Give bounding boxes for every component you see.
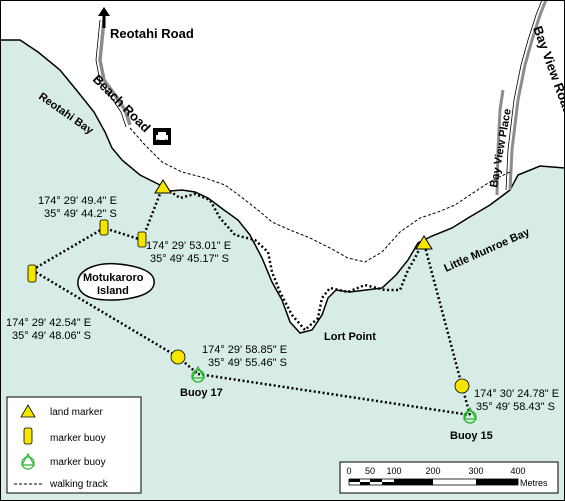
- walking-track-rocks: [161, 184, 424, 332]
- coord-2-lat: 35° 49' 45.17" S: [150, 253, 229, 265]
- coord-1-lat: 35° 49' 44.2" S: [44, 208, 117, 220]
- scale-tick-100: 100: [386, 466, 401, 476]
- marker-buoy-3: [27, 264, 37, 283]
- buoy-15-icon: [462, 406, 478, 424]
- land-marker-1: [154, 179, 172, 194]
- scale-unit-label: Metres: [520, 478, 548, 488]
- scale-bar: 0 50 100 200 300 400 Metres: [339, 461, 559, 494]
- coord-5-lat: 35° 49' 58.43" S: [476, 401, 555, 413]
- legend-land-marker-label: land marker: [50, 407, 103, 418]
- marker-circle-2: [454, 378, 470, 394]
- scale-tick-300: 300: [468, 466, 483, 476]
- buoy-17-label: Buoy 17: [180, 387, 223, 399]
- buoy-15-label: Buoy 15: [450, 430, 493, 442]
- legend-land-marker-icon: [20, 404, 36, 418]
- legend-marker-buoy-yellow-label: marker buoy: [50, 433, 106, 444]
- coord-5-lon: 174° 30' 24.78" E: [474, 388, 559, 400]
- coord-4-lon: 174° 29' 58.85" E: [202, 344, 287, 356]
- marker-buoy-2: [137, 231, 147, 248]
- scale-tick-400: 400: [510, 466, 525, 476]
- land-mass: [0, 0, 565, 334]
- motukaroro-island: [77, 262, 155, 301]
- island-label-line2: Island: [97, 285, 129, 297]
- scale-tick-0: 0: [346, 466, 351, 476]
- legend-marker-buoy-green-icon: [20, 452, 36, 470]
- north-arrow-icon: [98, 7, 110, 28]
- legend-walking-track-label: walking track: [49, 479, 109, 490]
- little-munroe-bay-label: Little Munroe Bay: [442, 226, 532, 275]
- coord-4-lat: 35° 49' 55.46" S: [208, 357, 287, 369]
- scale-tick-50: 50: [365, 466, 375, 476]
- buoy-17-icon: [190, 365, 206, 383]
- marker-buoy-1: [99, 219, 109, 236]
- coord-2-lon: 174° 29' 53.01" E: [146, 240, 231, 252]
- legend-marker-buoy-yellow-icon: [23, 427, 33, 445]
- legend-marker-buoy-green-label: marker buoy: [50, 457, 106, 468]
- bay-view-place-road: [495, 89, 505, 196]
- coord-1-lon: 174° 29' 49.4" E: [38, 195, 117, 207]
- scale-tick-200: 200: [425, 466, 440, 476]
- bay-view-road-outline: [505, 0, 543, 191]
- coord-3-lon: 174° 29' 42.54" E: [6, 317, 91, 329]
- coord-3-lat: 35° 49' 48.06" S: [12, 330, 91, 342]
- beach-road-outline: [95, 19, 127, 128]
- lort-point-label: Lort Point: [324, 331, 376, 343]
- reotahi-road-label: Reotahi Road: [110, 26, 194, 41]
- legend: land marker marker buoy marker buoy walk…: [6, 396, 142, 494]
- bay-view-road: [508, 0, 548, 191]
- walking-track-coast: [129, 127, 511, 263]
- marker-circle-1: [170, 349, 186, 365]
- land-marker-2: [415, 235, 433, 250]
- snorkel-trail: [31, 185, 472, 417]
- car-park-icon: [153, 128, 171, 145]
- island-label-line1: Motukaroro: [83, 272, 144, 284]
- beach-road: [98, 19, 132, 126]
